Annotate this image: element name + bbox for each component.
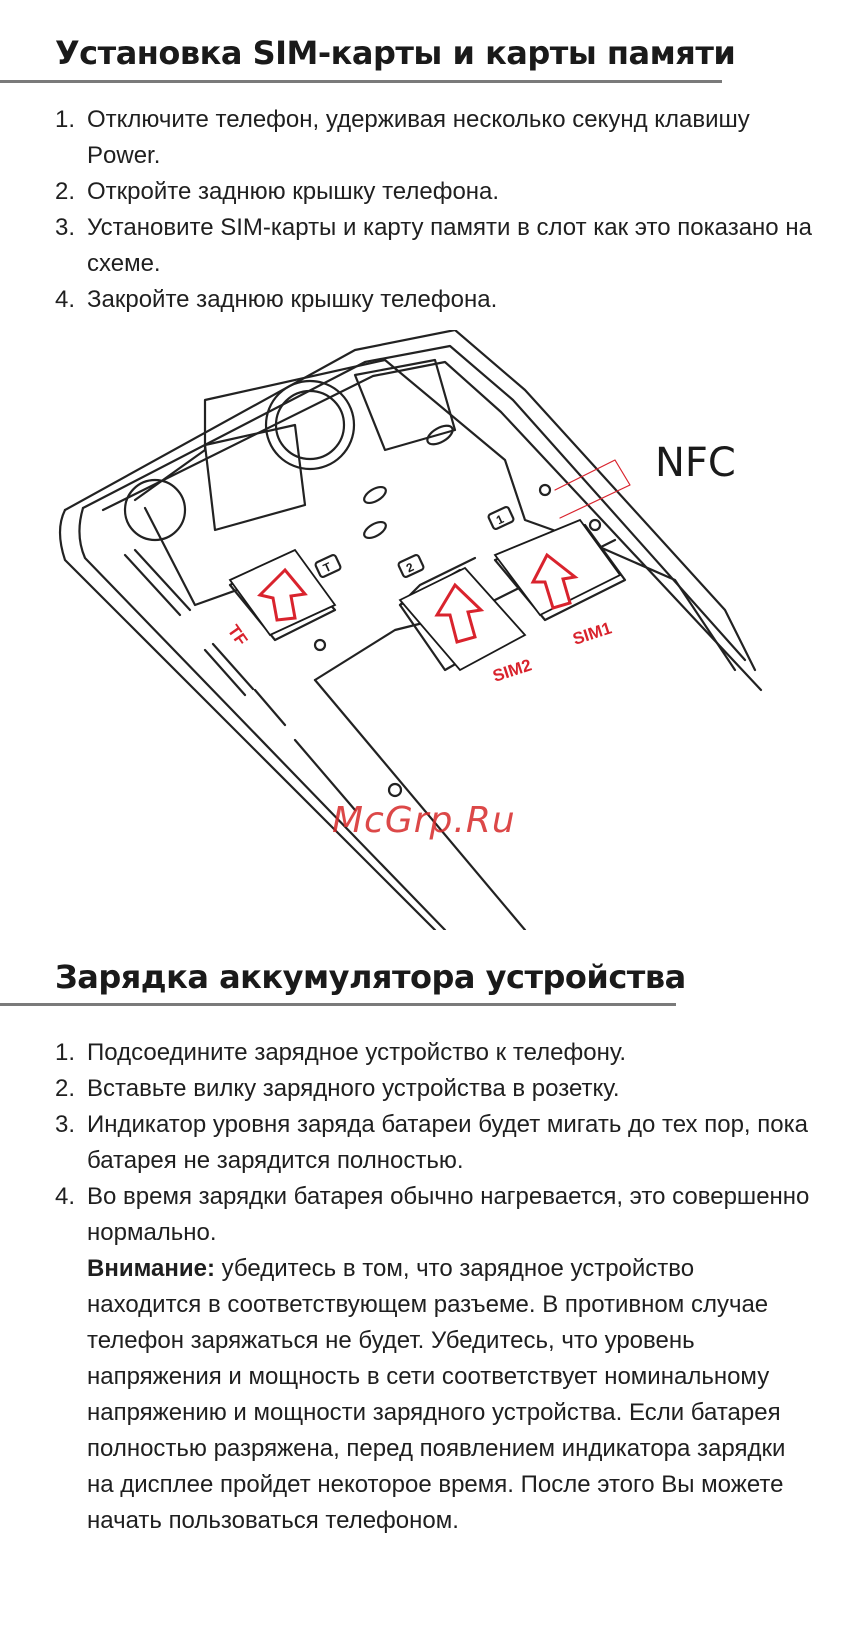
sim2-label: SIM2 — [490, 655, 534, 685]
list-item: 2. Откройте заднюю крышку телефона. — [55, 174, 815, 210]
step-number: 3. — [55, 1111, 76, 1138]
tf-insert-arrow — [257, 567, 308, 622]
step-text: Вставьте вилку зарядного устройства в ро… — [87, 1075, 620, 1102]
list-item: 3. Установите SIM-карты и карту памяти в … — [55, 210, 815, 282]
nfc-label: NFC — [655, 440, 736, 486]
charging-steps: 1. Подсоедините зарядное устройство к тел… — [55, 1035, 815, 1539]
watermark: McGrp.Ru — [332, 800, 516, 841]
nfc-leader — [554, 459, 631, 519]
step-number: 4. — [55, 286, 76, 313]
sim2-insert-arrow — [434, 582, 485, 644]
title-underline — [0, 1003, 676, 1006]
list-item: 1. Подсоедините зарядное устройство к тел… — [55, 1035, 815, 1071]
screw-hole — [538, 483, 552, 497]
camera-lens — [264, 379, 356, 471]
warning-note: Внимание: убедитесь в том, что зарядное … — [87, 1251, 815, 1539]
step-text: Закройте заднюю крышку телефона. — [87, 286, 498, 313]
list-item: 4. Закройте заднюю крышку телефона. — [55, 282, 815, 318]
step-number: 4. — [55, 1183, 76, 1210]
slot-1-mark: 1 — [494, 512, 506, 528]
speaker-circle — [123, 478, 187, 542]
list-item: 3. Индикатор уровня заряда батареи будет … — [55, 1107, 815, 1179]
camera-lens — [274, 389, 346, 461]
list-item: 4. Во время зарядки батарея обычно нагрев… — [55, 1179, 815, 1539]
screw-hole — [588, 518, 602, 532]
phone-inner-outline — [78, 506, 447, 930]
phone-outline — [58, 508, 437, 930]
screw-hole — [387, 782, 403, 798]
slot-1-badge — [487, 505, 515, 531]
sim1-label: SIM1 — [570, 618, 614, 648]
slot-2-mark: 2 — [404, 560, 416, 576]
list-item: 1. Отключите телефон, удерживая несколько… — [55, 102, 815, 174]
warning-label: Внимание: — [87, 1255, 215, 1282]
step-text: Подсоедините зарядное устройство к телеф… — [87, 1039, 627, 1066]
step-text: Откройте заднюю крышку телефона. — [87, 178, 500, 205]
sim1-insert-arrow — [530, 552, 579, 610]
title-underline — [0, 80, 722, 83]
step-text: Индикатор уровня заряда батареи будет ми… — [87, 1111, 808, 1174]
module-block — [353, 358, 457, 452]
slot-2-badge — [397, 553, 425, 579]
tf-label: TF — [224, 621, 251, 649]
step-number: 2. — [55, 1075, 76, 1102]
step-number: 1. — [55, 106, 76, 133]
battery-compartment — [133, 358, 737, 672]
list-item: 2. Вставьте вилку зарядного устройства в … — [55, 1071, 815, 1107]
warning-text: убедитесь в том, что зарядное устройство… — [87, 1255, 786, 1534]
step-number: 3. — [55, 214, 76, 241]
sensor-icon — [426, 424, 454, 446]
side-button — [123, 548, 357, 812]
slot-t-badge — [314, 553, 342, 579]
battery-compartment — [313, 678, 527, 930]
phone-inner-outline — [101, 360, 763, 692]
phone-back-diagram: TF SIM2 SIM1 T 2 1 — [58, 330, 763, 930]
step-text: Отключите телефон, удерживая несколько с… — [87, 106, 750, 169]
screw-hole — [313, 638, 327, 652]
step-number: 1. — [55, 1039, 76, 1066]
section-title-charging: Зарядка аккумулятора устройства — [55, 958, 686, 996]
sim-install-steps: 1. Отключите телефон, удерживая несколько… — [55, 102, 815, 318]
module-block — [203, 423, 307, 532]
flash-icon — [363, 485, 387, 505]
step-number: 2. — [55, 178, 76, 205]
phone-inner-outline — [81, 344, 747, 662]
step-text: Во время зарядки батарея обычно нагревае… — [87, 1183, 810, 1246]
screw-hole — [363, 520, 387, 540]
step-text: Установите SIM-карты и карту памяти в сл… — [87, 214, 812, 277]
section-title-sim-install: Установка SIM-карты и карты памяти — [55, 34, 736, 72]
